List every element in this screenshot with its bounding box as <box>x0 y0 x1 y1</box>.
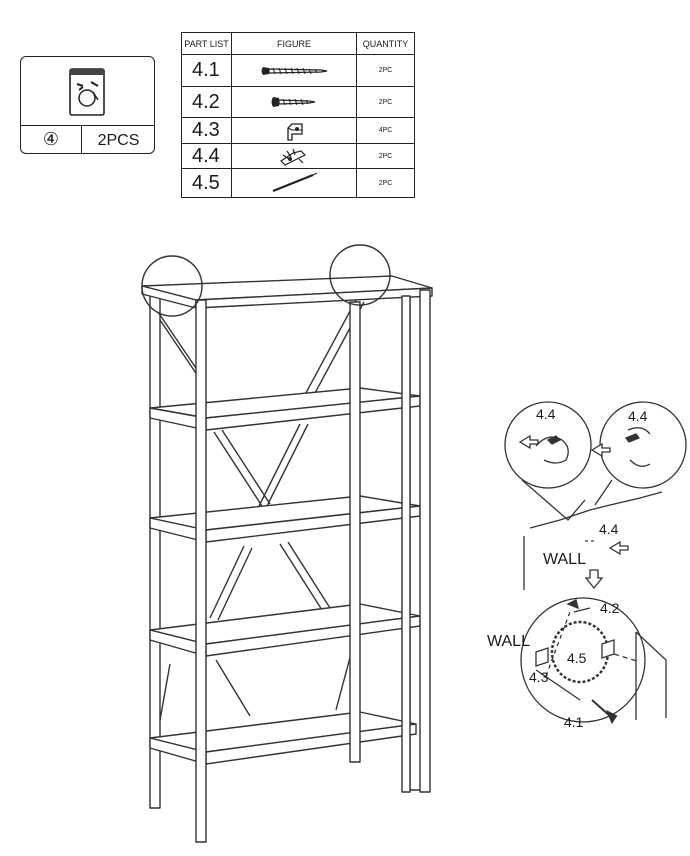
callout-4-5: 4.5 <box>567 650 587 666</box>
short-screw-icon <box>271 97 316 107</box>
bookshelf-illustration <box>141 244 433 843</box>
l-bracket-icon <box>287 122 303 141</box>
header-quantity: QUANTITY <box>356 32 415 55</box>
hardware-package-box: ④ 2PCS <box>20 56 155 154</box>
hardware-bag-icon <box>69 68 105 116</box>
part-id: 4.1 <box>181 54 232 87</box>
callout-4-2: 4.2 <box>600 600 620 616</box>
part-id: 4.3 <box>181 117 232 144</box>
part-quantity: 2PC <box>356 54 415 87</box>
tether-strap-icon <box>272 172 318 193</box>
package-vertical-divider <box>81 125 82 153</box>
table-header-row: PART LIST FIGURE QUANTITY <box>181 32 415 55</box>
table-row: 4.5 2PC <box>181 168 415 198</box>
part-figure <box>231 143 357 169</box>
part-quantity: 2PC <box>356 143 415 169</box>
wall-label-bottom: WALL <box>487 633 530 650</box>
table-row: 4.1 2PC <box>181 54 415 87</box>
part-id: 4.5 <box>181 168 232 198</box>
callout-4-3: 4.3 <box>529 669 549 685</box>
wall-label-top: WALL <box>543 551 586 568</box>
header-figure: FIGURE <box>231 32 357 55</box>
callout-4-4-left: 4.4 <box>536 406 556 422</box>
table-row: 4.4 2PC <box>181 143 415 169</box>
callout-4-1: 4.1 <box>564 714 584 730</box>
part-figure <box>231 86 357 118</box>
part-quantity: 4PC <box>356 117 415 144</box>
part-quantity: 2PC <box>356 86 415 118</box>
parts-list-table: PART LIST FIGURE QUANTITY 4.1 2PC 4.2 2P… <box>181 32 415 198</box>
package-divider <box>21 125 154 126</box>
part-id: 4.2 <box>181 86 232 118</box>
part-figure <box>231 117 357 144</box>
package-number: ④ <box>42 129 60 149</box>
package-quantity: 2PCS <box>97 132 140 149</box>
part-id: 4.4 <box>181 143 232 169</box>
part-figure <box>231 168 357 198</box>
long-screw-icon <box>261 66 328 75</box>
callout-4-4-right: 4.4 <box>628 408 648 424</box>
part-quantity: 2PC <box>356 168 415 198</box>
table-row: 4.3 4PC <box>181 117 415 144</box>
part-figure <box>231 54 357 87</box>
wall-anchor-icon <box>280 148 307 166</box>
header-part-list: PART LIST <box>181 32 232 55</box>
table-row: 4.2 2PC <box>181 86 415 118</box>
callout-4-4-wall: 4.4 <box>599 521 619 537</box>
